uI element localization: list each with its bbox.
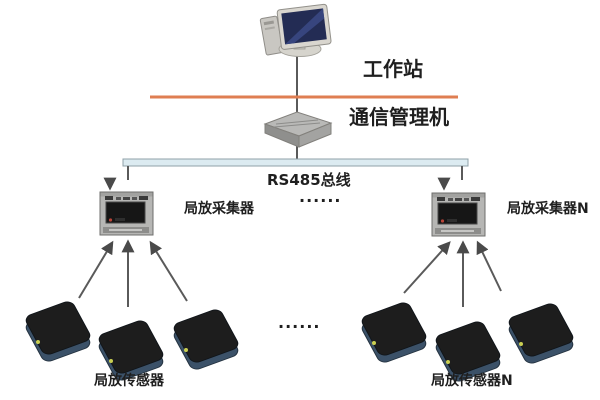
- collector-right-label: 局放采集器N: [507, 201, 589, 217]
- desktop-computer-icon: [259, 3, 332, 57]
- pd-collector-left-icon: [99, 191, 154, 236]
- sensor-right-label: 局放传感器N: [431, 373, 513, 389]
- collector-left-label: 局放采集器: [184, 201, 254, 217]
- pd-sensor-icon: [359, 300, 429, 365]
- sensor-arrow: [78, 240, 114, 299]
- sensor-left-label: 局放传感器: [94, 373, 164, 389]
- pd-collector-right-icon: [431, 192, 486, 237]
- comm-manager-label: 通信管理机: [349, 105, 449, 129]
- sensor-arrow: [403, 241, 451, 294]
- rs485-bus-bar: [122, 158, 469, 167]
- pd-sensor-icon: [171, 307, 241, 372]
- workstation-label: 工作站: [363, 57, 423, 81]
- pd-sensor-icon: [23, 299, 93, 364]
- collector-ellipsis: ......: [299, 187, 342, 206]
- network-hub-icon: [263, 111, 333, 148]
- sensor-ellipsis: ......: [278, 313, 321, 332]
- rs485-bus-label: RS485总线: [267, 171, 351, 189]
- sensor-arrow: [149, 240, 188, 302]
- sensor-arrow: [476, 240, 502, 292]
- pd-sensor-icon: [506, 301, 576, 366]
